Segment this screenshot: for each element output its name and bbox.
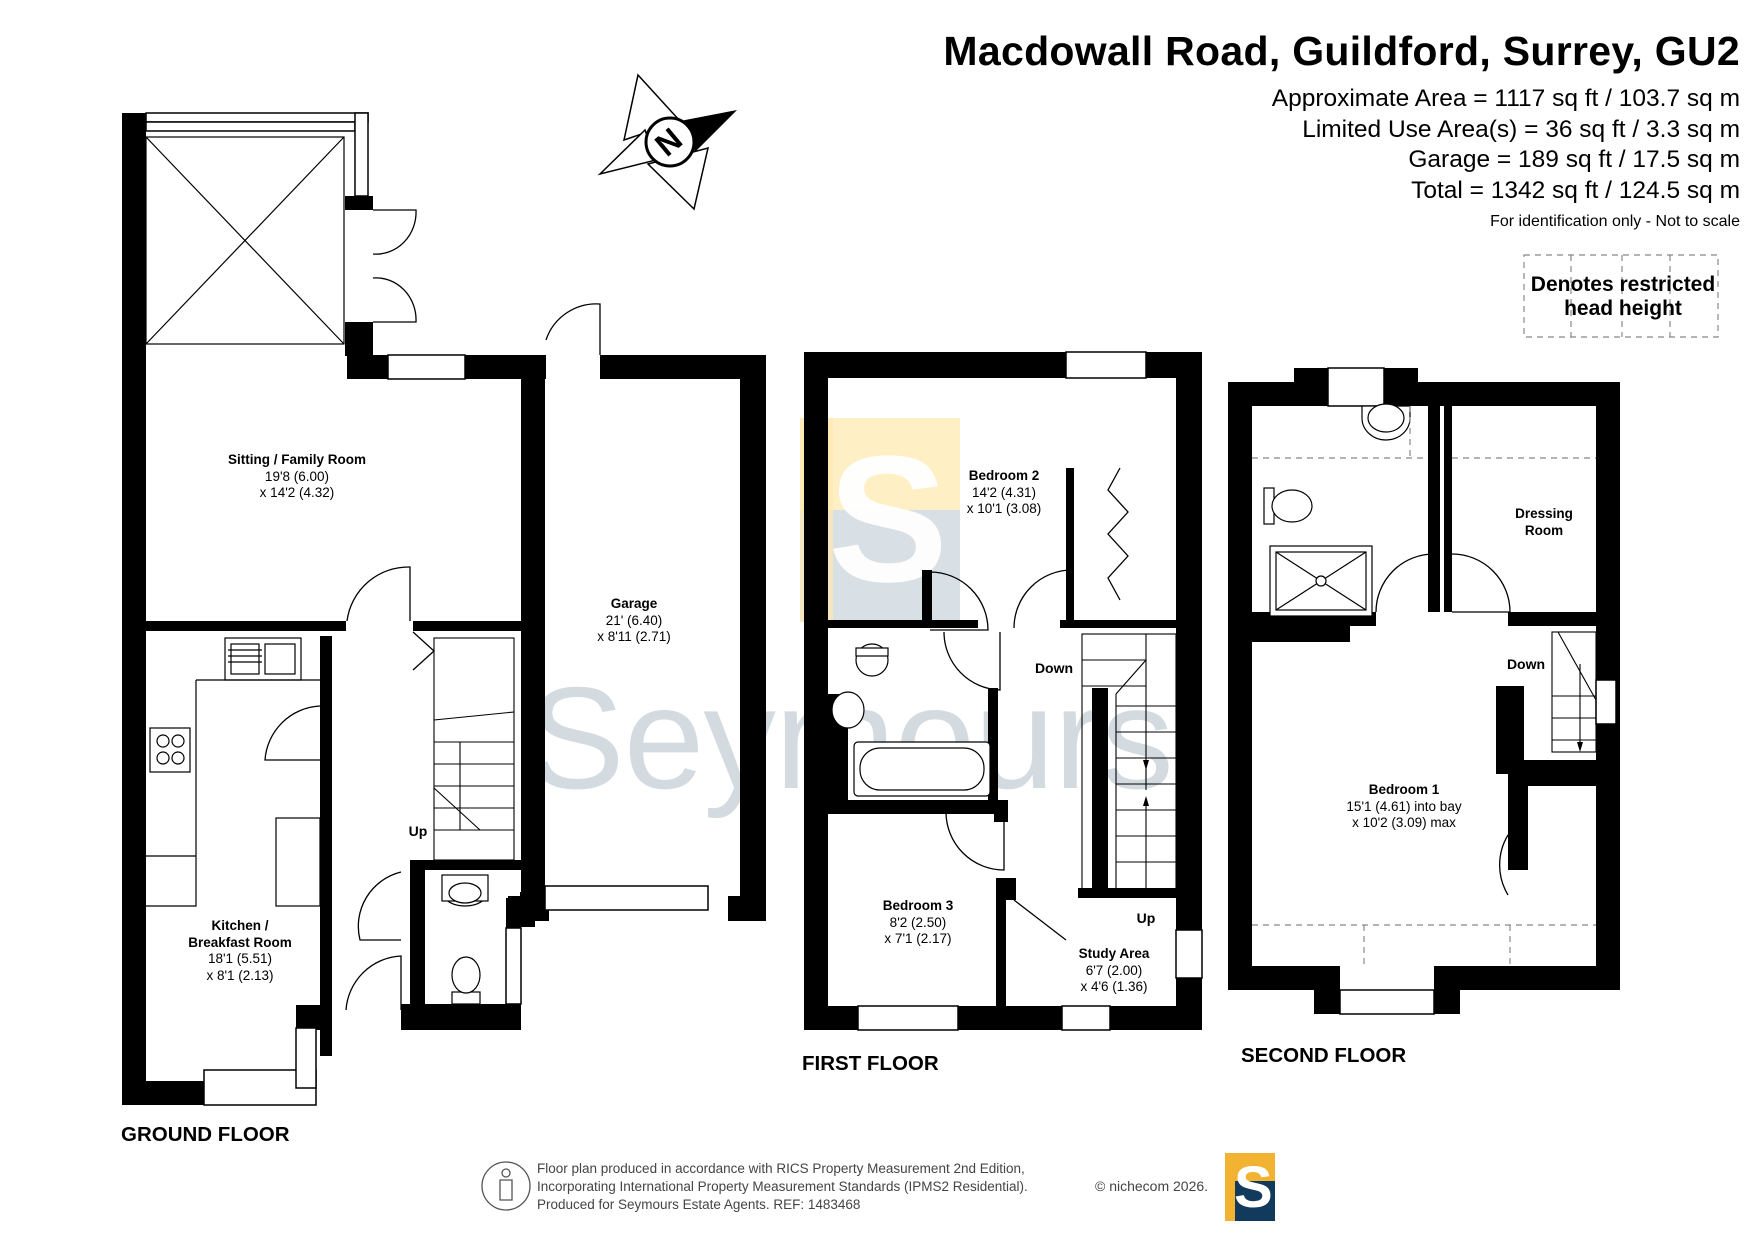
floor-label-ground: GROUND FLOOR xyxy=(121,1123,290,1146)
floor-label-second: SECOND FLOOR xyxy=(1241,1044,1407,1067)
room-dim: 6'7 (2.00) xyxy=(1085,962,1143,978)
room-name: Room xyxy=(1524,522,1564,538)
room-name: Bedroom 2 xyxy=(968,468,1040,483)
footer-line: Incorporating International Property Mea… xyxy=(537,1179,1028,1194)
property-address: Macdowall Road, Guildford, Surrey, GU2 xyxy=(943,28,1740,74)
footer-person-icon xyxy=(481,1161,531,1211)
room-dim: x 8'11 (2.71) xyxy=(597,629,671,644)
room-dim: x 10'2 (3.09) max xyxy=(1352,815,1456,830)
restricted-height-lines xyxy=(1252,254,1719,966)
seymours-logo-letter: S xyxy=(1234,1155,1273,1220)
area-garage: Garage = 189 sq ft / 17.5 sq m xyxy=(1408,146,1740,173)
first-floor-walls xyxy=(804,352,1202,1030)
room-kitchen: Kitchen / Breakfast Room 18'1 (5.51) x 8… xyxy=(188,918,292,984)
room-dim: 21' (6.40) xyxy=(605,612,663,628)
room-bedroom-1: Bedroom 1 15'1 (4.61) into bay x 10'2 (3… xyxy=(1346,782,1461,832)
door-swings xyxy=(264,209,1511,1011)
floor-label-first: FIRST FLOOR xyxy=(802,1052,939,1075)
fixtures xyxy=(146,403,1411,1005)
stair-up-ground: Up xyxy=(408,823,428,839)
footer-copyright: © nichecom 2026. xyxy=(1095,1178,1209,1194)
room-dim: 14'2 (4.31) xyxy=(971,484,1037,500)
room-bedroom-3: Bedroom 3 8'2 (2.50) x 7'1 (2.17) xyxy=(883,898,954,948)
seymours-logo: S xyxy=(1225,1153,1275,1221)
room-study-area: Study Area 6'7 (2.00) x 4'6 (1.36) xyxy=(1079,946,1150,996)
legend-line-1: Denotes restricted xyxy=(1530,273,1716,296)
stair-arrows xyxy=(1143,742,1583,806)
room-name: Bedroom 1 xyxy=(1368,782,1440,797)
stairs xyxy=(433,631,1597,897)
room-dim: x 14'2 (4.32) xyxy=(259,485,335,500)
garage-walls xyxy=(508,355,766,921)
room-dressing: Dressing Room xyxy=(1515,506,1573,539)
area-summary: Approximate Area = 1117 sq ft / 103.7 sq… xyxy=(1272,84,1740,206)
stair-up-first: Up xyxy=(1136,910,1156,926)
second-floor-walls xyxy=(1228,368,1620,1014)
area-limited-use: Limited Use Area(s) = 36 sq ft / 3.3 sq … xyxy=(1302,115,1740,143)
room-sitting-family: Sitting / Family Room 19'8 (6.00) x 14'2… xyxy=(228,452,366,502)
room-dim: 19'8 (6.00) xyxy=(264,468,330,484)
room-name: Sitting / Family Room xyxy=(227,452,367,467)
watermark-text: Seymours xyxy=(528,657,1174,819)
compass-rose xyxy=(597,73,737,211)
identification-note: For identification only - Not to scale xyxy=(1490,213,1740,230)
restricted-height-legend: Denotes restricted head height xyxy=(1529,273,1717,321)
area-total: Total = 1342 sq ft / 124.5 sq m xyxy=(1411,176,1740,204)
roof-lantern xyxy=(145,136,345,345)
room-name: Study Area xyxy=(1078,946,1150,961)
room-name: Breakfast Room xyxy=(188,934,292,950)
room-dim: x 4'6 (1.36) xyxy=(1080,979,1148,994)
stair-down-second: Down xyxy=(1506,656,1546,672)
room-dim: x 10'1 (3.08) xyxy=(966,501,1042,516)
room-garage: Garage 21' (6.40) x 8'11 (2.71) xyxy=(597,596,671,646)
footer-text: Floor plan produced in accordance with R… xyxy=(537,1160,1028,1214)
room-dim: x 8'1 (2.13) xyxy=(206,967,274,983)
legend-line-2: head height xyxy=(1564,297,1682,320)
footer-line: Floor plan produced in accordance with R… xyxy=(537,1161,1025,1176)
room-dim: 8'2 (2.50) xyxy=(889,914,947,930)
room-dim: 18'1 (5.51) xyxy=(207,951,273,966)
room-name: Dressing xyxy=(1515,506,1573,521)
footer-line: Produced for Seymours Estate Agents. REF… xyxy=(537,1197,861,1212)
room-bedroom-2: Bedroom 2 14'2 (4.31) x 10'1 (3.08) xyxy=(967,468,1042,518)
room-name: Kitchen / xyxy=(211,918,269,933)
stair-down-first: Down xyxy=(1034,660,1074,676)
room-name: Garage xyxy=(610,596,658,611)
room-name: Bedroom 3 xyxy=(882,898,954,913)
area-approximate: Approximate Area = 1117 sq ft / 103.7 sq… xyxy=(1271,85,1740,112)
room-dim: 15'1 (4.61) into bay xyxy=(1346,798,1462,814)
room-dim: x 7'1 (2.17) xyxy=(884,931,952,946)
ground-floor-walls xyxy=(122,113,545,1105)
